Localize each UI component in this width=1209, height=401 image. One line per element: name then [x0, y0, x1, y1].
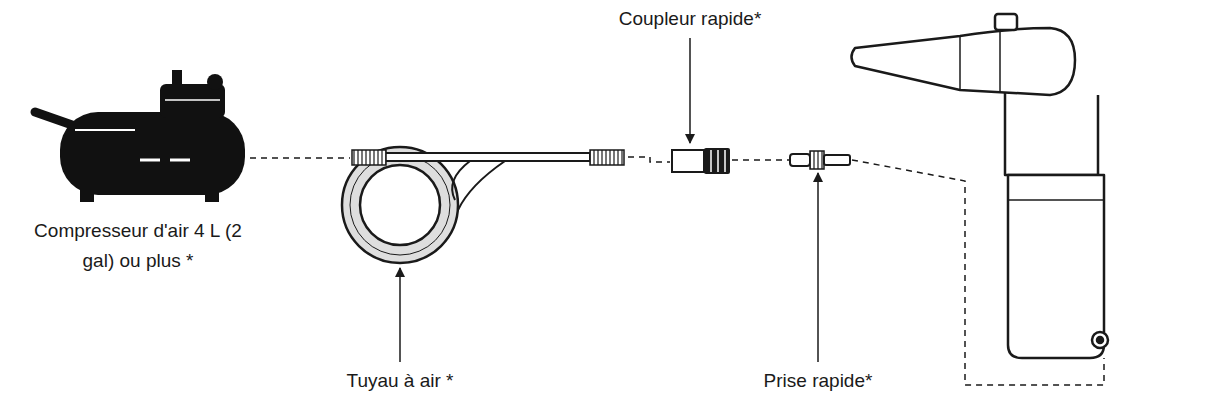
quick-plug — [790, 151, 850, 169]
quick-coupler — [672, 148, 730, 174]
part-label: Coupleur rapide* — [619, 4, 762, 34]
rivet-gun — [852, 14, 1109, 358]
leader-arrow — [400, 38, 818, 362]
dashed-connection — [250, 157, 1104, 385]
part-label: Compresseur d'air 4 L (2 gal) ou plus * — [23, 216, 253, 276]
part-label: Prise rapide* — [764, 366, 873, 396]
part-label: Tuyau à air * — [346, 366, 453, 396]
air-hose — [342, 147, 624, 263]
air-compressor — [35, 70, 245, 202]
